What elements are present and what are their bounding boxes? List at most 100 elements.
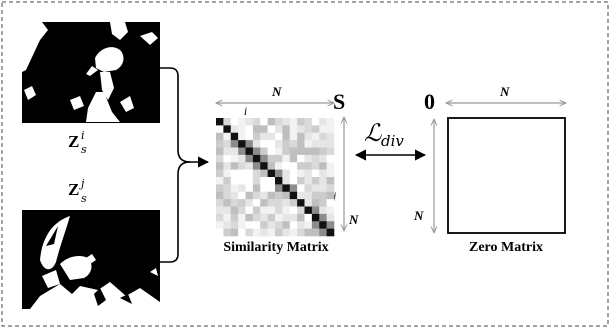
matrix-cell: [304, 162, 313, 170]
matrix-cell: [297, 221, 305, 229]
matrix-cell: [267, 228, 276, 237]
matrix-cell: [275, 206, 283, 215]
matrix-cell: [319, 199, 327, 207]
matrix-cell: [245, 140, 254, 148]
matrix-cell: [326, 125, 335, 134]
matrix-cell: [252, 228, 261, 237]
matrix-cell: [267, 118, 276, 126]
matrix-cell: [289, 118, 298, 126]
matrix-cell: [304, 213, 313, 222]
matrix-cell: [289, 147, 298, 156]
matrix-cell: [297, 228, 305, 237]
matrix-cell: [326, 177, 335, 185]
matrix-cell: [275, 118, 283, 126]
matrix-cell: [260, 118, 268, 126]
matrix-cell: [267, 206, 276, 215]
matrix-cell: [311, 206, 320, 215]
matrix-cell: [260, 199, 268, 207]
matrix-cell: [260, 147, 268, 156]
matrix-cell: [252, 118, 261, 126]
matrix-cell: [216, 169, 224, 178]
matrix-cell: [282, 177, 291, 185]
matrix-cell: [275, 184, 283, 193]
matrix-cell: [311, 177, 320, 185]
matrix-cell: [216, 206, 224, 215]
matrix-cell: [216, 199, 224, 207]
similarity-symbol: S: [333, 89, 345, 114]
matrix-cell: [230, 184, 239, 193]
matrix-diagonal-cell: [282, 184, 291, 193]
matrix-cell: [267, 140, 276, 148]
matrix-cell: [319, 154, 327, 163]
matrix-cell: [230, 140, 239, 148]
matrix-cell: [267, 177, 276, 185]
matrix-cell: [326, 140, 335, 148]
matrix-cell: [319, 125, 327, 134]
matrix-cell: [326, 154, 335, 163]
matrix-diagonal-cell: [238, 140, 246, 148]
matrix-cell: [319, 213, 327, 222]
matrix-cell: [289, 206, 298, 215]
matrix-cell: [230, 125, 239, 134]
matrix-cell: [311, 221, 320, 229]
matrix-cell: [223, 140, 232, 148]
matrix-cell: [260, 221, 268, 229]
matrix-cell: [216, 228, 224, 237]
matrix-cell: [238, 169, 246, 178]
matrix-cell: [267, 221, 276, 229]
input-image-top: [22, 22, 160, 123]
matrix-cell: [267, 147, 276, 156]
matrix-cell: [252, 213, 261, 222]
matrix-cell: [223, 162, 232, 170]
matrix-cell: [230, 206, 239, 215]
matrix-cell: [282, 140, 291, 148]
matrix-diagonal-cell: [230, 132, 239, 141]
matrix-cell: [326, 118, 335, 126]
matrix-cell: [311, 228, 320, 237]
matrix-cell: [238, 221, 246, 229]
matrix-cell: [311, 169, 320, 178]
matrix-cell: [245, 221, 254, 229]
matrix-cell: [319, 147, 327, 156]
merge-arrow-top: [160, 67, 210, 168]
merge-arrow-bottom: [160, 161, 191, 263]
matrix-cell: [252, 177, 261, 185]
matrix-cell: [311, 132, 320, 141]
matrix-cell: [275, 162, 283, 170]
matrix-cell: [245, 125, 254, 134]
matrix-cell: [326, 213, 335, 222]
matrix-cell: [238, 125, 246, 134]
matrix-cell: [230, 169, 239, 178]
matrix-diagonal-cell: [297, 199, 305, 207]
matrix-cell: [260, 206, 268, 215]
matrix-cell: [252, 206, 261, 215]
matrix-cell: [319, 228, 327, 237]
matrix-cell: [311, 199, 320, 207]
similarity-col-index: i: [244, 107, 247, 118]
matrix-cell: [297, 132, 305, 141]
svg-text:div: div: [381, 132, 404, 150]
matrix-cell: [223, 154, 232, 163]
matrix-cell: [216, 213, 224, 222]
matrix-cell: [282, 169, 291, 178]
svg-text:i: i: [81, 129, 85, 142]
matrix-cell: [252, 140, 261, 148]
matrix-cell: [326, 184, 335, 193]
svg-text:j: j: [78, 177, 85, 190]
svg-text:ℒ: ℒ: [364, 119, 382, 147]
matrix-cell: [311, 191, 320, 200]
matrix-cell: [289, 154, 298, 163]
matrix-diagonal-cell: [252, 154, 261, 163]
matrix-cell: [216, 154, 224, 163]
matrix-cell: [223, 199, 232, 207]
matrix-cell: [297, 184, 305, 193]
matrix-cell: [245, 206, 254, 215]
matrix-cell: [304, 169, 313, 178]
matrix-cell: [304, 228, 313, 237]
matrix-cell: [304, 191, 313, 200]
matrix-cell: [238, 228, 246, 237]
zero-width-label: N: [499, 84, 510, 99]
matrix-cell: [275, 147, 283, 156]
matrix-cell: [230, 177, 239, 185]
matrix-cell: [297, 177, 305, 185]
